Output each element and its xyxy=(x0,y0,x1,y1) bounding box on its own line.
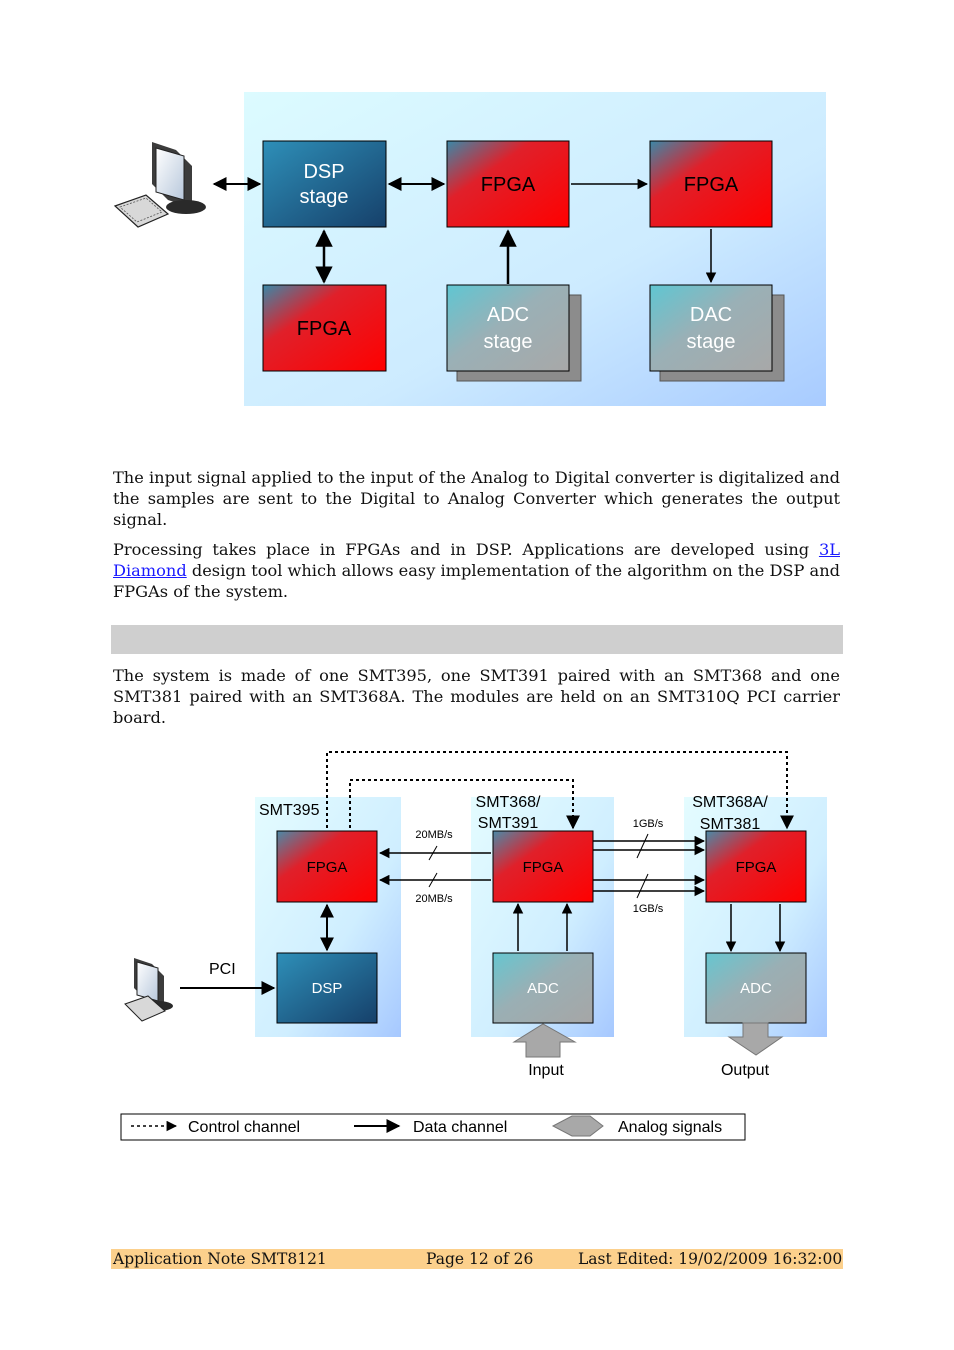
dsp-label-line1: DSP xyxy=(303,161,344,183)
adc-stage-block: ADC stage xyxy=(446,284,582,382)
footer-document-title: Application Note SMT8121 xyxy=(113,1250,327,1268)
fpga-block-smt381: FPGA xyxy=(705,830,807,903)
paragraph-processing: Processing takes place in FPGAs and in D… xyxy=(113,540,840,601)
rate-label-1gbs-top: 1GB/s xyxy=(633,818,664,830)
svg-text:SMT391: SMT391 xyxy=(478,815,539,832)
pci-label: PCI xyxy=(209,961,236,978)
svg-text:FPGA: FPGA xyxy=(684,174,739,196)
module-label-smt395: SMT395 xyxy=(259,802,320,819)
paragraph-system-modules: The system is made of one SMT395, one SM… xyxy=(113,666,840,727)
rate-label-20mbs-top: 20MB/s xyxy=(415,829,453,841)
analog-output-arrow xyxy=(727,1022,784,1056)
svg-text:DAC: DAC xyxy=(690,304,732,326)
analog-input-arrow xyxy=(512,1023,577,1058)
paragraph-signal-flow: The input signal applied to the input of… xyxy=(113,468,840,529)
fpga-block-bottom-left: FPGA xyxy=(262,284,387,372)
svg-text:FPGA: FPGA xyxy=(307,859,348,876)
svg-text:FPGA: FPGA xyxy=(481,174,536,196)
svg-text:ADC: ADC xyxy=(527,980,559,997)
dsp-stage-block: DSP stage xyxy=(262,140,387,228)
svg-text:SMT368A/: SMT368A/ xyxy=(692,794,768,811)
svg-text:FPGA: FPGA xyxy=(736,859,777,876)
footer-last-edited: Last Edited: 19/02/2009 16:32:00 xyxy=(578,1250,843,1268)
svg-text:DSP: DSP xyxy=(312,980,343,997)
section-heading-bar xyxy=(111,625,843,654)
legend-analog-label: Analog signals xyxy=(618,1119,722,1136)
diagram-legend: Control channel Data channel Analog sign… xyxy=(120,1113,746,1141)
dac-stage-block: DAC stage xyxy=(649,284,785,382)
rate-label-20mbs-bottom: 20MB/s xyxy=(415,893,453,905)
rate-label-1gbs-bottom: 1GB/s xyxy=(633,903,664,915)
hardware-block-diagram: SMT395 SMT368/ SMT391 SMT368A/ SMT381 FP… xyxy=(120,751,827,1141)
footer-page-number: Page 12 of 26 xyxy=(426,1250,534,1268)
control-channel-dsp-to-smt381 xyxy=(326,751,794,830)
system-block-diagram: DSP stage FPGA FPGA FPGA ADC stage DAC s… xyxy=(113,92,826,406)
svg-text:ADC: ADC xyxy=(487,304,529,326)
svg-text:SMT381: SMT381 xyxy=(700,816,761,833)
adc-block-smt391: ADC xyxy=(492,952,594,1024)
input-label: Input xyxy=(528,1062,564,1079)
computer-icon xyxy=(113,142,206,228)
output-label: Output xyxy=(721,1062,770,1079)
legend-analog-icon xyxy=(551,1115,604,1137)
svg-text:stage: stage xyxy=(484,331,533,353)
fpga-block-top-middle: FPGA xyxy=(446,140,570,228)
svg-text:FPGA: FPGA xyxy=(297,318,352,340)
svg-text:stage: stage xyxy=(687,331,736,353)
svg-text:SMT368/: SMT368/ xyxy=(476,794,541,811)
dsp-block-smt395: DSP xyxy=(276,952,378,1024)
svg-text:FPGA: FPGA xyxy=(523,859,564,876)
dsp-label-line2: stage xyxy=(300,186,349,208)
computer-icon xyxy=(124,958,173,1022)
svg-text:ADC: ADC xyxy=(740,980,772,997)
legend-control-label: Control channel xyxy=(188,1119,300,1136)
page-footer: Application Note SMT8121 Page 12 of 26 L… xyxy=(111,1249,843,1269)
fpga-block-top-right: FPGA xyxy=(649,140,773,228)
diamond-link[interactable]: 3L Diamond xyxy=(113,540,840,580)
control-channel-dsp-to-smt391 xyxy=(349,779,580,830)
fpga-block-smt391: FPGA xyxy=(492,830,594,903)
fpga-block-smt395: FPGA xyxy=(276,830,378,903)
legend-data-label: Data channel xyxy=(413,1119,507,1136)
adc-block-smt381: ADC xyxy=(705,952,807,1024)
